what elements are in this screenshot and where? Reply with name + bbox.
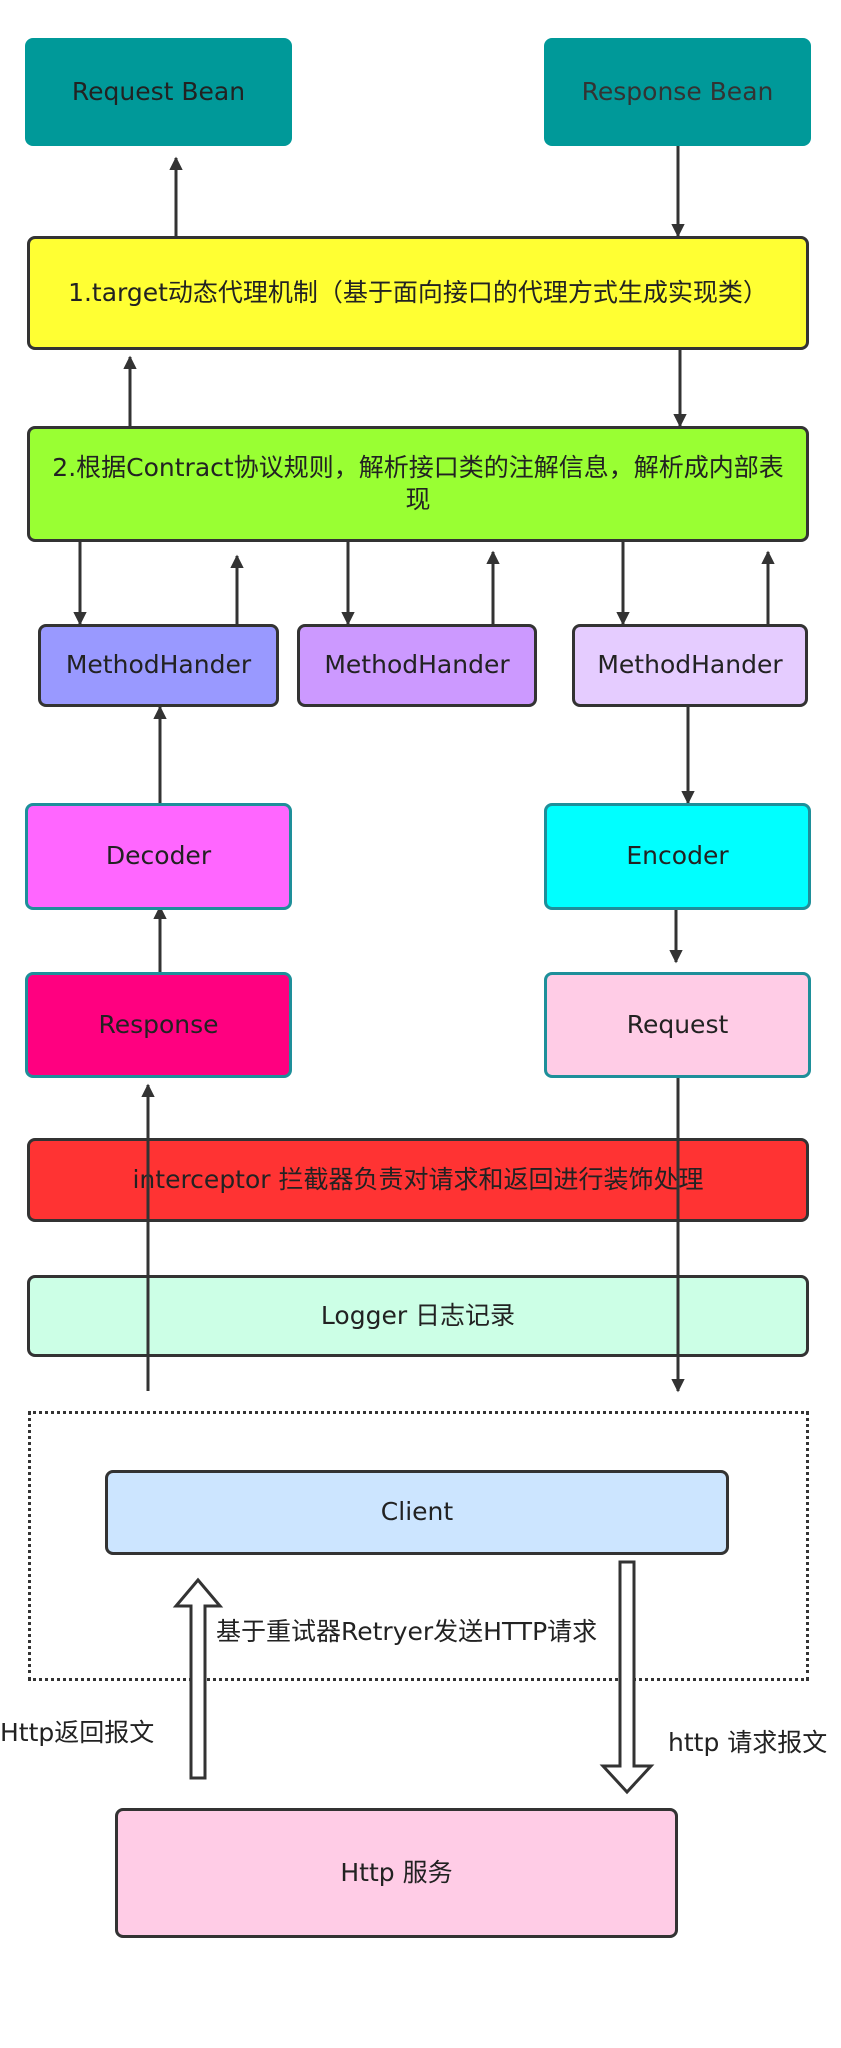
logger-label: Logger 日志记录 <box>320 1300 516 1330</box>
request-bean-label: Request Bean <box>71 76 246 106</box>
decoder-label: Decoder <box>105 841 212 871</box>
response-box: Response <box>25 972 292 1078</box>
interceptor-box: interceptor 拦截器负责对请求和返回进行装饰处理 <box>27 1138 809 1222</box>
encoder-box: Encoder <box>544 803 811 910</box>
contract-label: 2.根据Contract协议规则，解析接口类的注解信息，解析成内部表现 <box>52 452 784 515</box>
method-handler-2: MethodHander <box>297 624 537 707</box>
client-region <box>28 1411 809 1681</box>
target-label: 1.target动态代理机制（基于面向接口的代理方式生成实现类） <box>68 277 768 307</box>
method-handler-1-label: MethodHander <box>65 650 252 680</box>
encoder-label: Encoder <box>626 841 729 871</box>
request-box: Request <box>544 972 811 1078</box>
method-handler-2-label: MethodHander <box>324 650 510 680</box>
method-handler-1: MethodHander <box>38 624 279 707</box>
http-response-label: Http返回报文 <box>0 1718 155 1747</box>
contract-box: 2.根据Contract协议规则，解析接口类的注解信息，解析成内部表现 <box>27 426 809 542</box>
retryer-label: 基于重试器Retryer发送HTTP请求 <box>216 1617 598 1646</box>
response-bean-label: Response Bean <box>581 76 774 106</box>
client-label: Client <box>380 1497 454 1527</box>
response-bean-box: Response Bean <box>544 38 811 146</box>
method-handler-3: MethodHander <box>572 624 808 707</box>
target-box: 1.target动态代理机制（基于面向接口的代理方式生成实现类） <box>27 236 809 350</box>
response-label: Response <box>98 1009 219 1039</box>
http-request-label: http 请求报文 <box>668 1728 828 1757</box>
client-box: Client <box>105 1470 729 1555</box>
request-label: Request <box>626 1009 729 1039</box>
method-handler-3-label: MethodHander <box>597 650 783 680</box>
http-service-label: Http 服务 <box>340 1857 453 1887</box>
logger-box: Logger 日志记录 <box>27 1275 809 1357</box>
http-service-box: Http 服务 <box>115 1808 678 1938</box>
request-bean-box: Request Bean <box>25 38 292 146</box>
interceptor-label: interceptor 拦截器负责对请求和返回进行装饰处理 <box>132 1164 704 1194</box>
decoder-box: Decoder <box>25 803 292 910</box>
